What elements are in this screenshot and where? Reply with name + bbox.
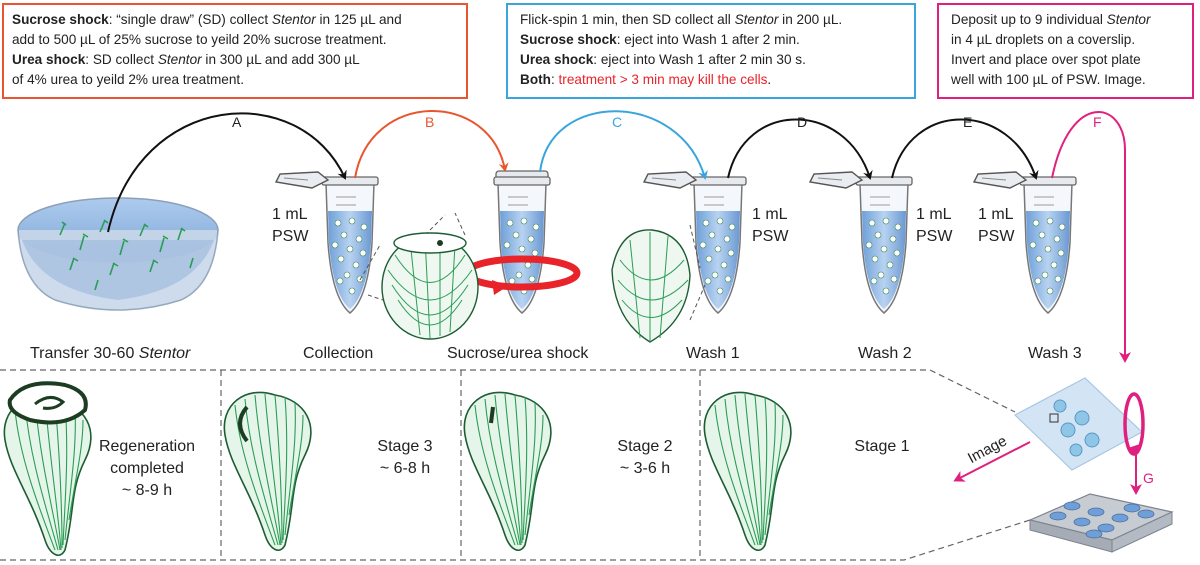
cell-zoom-shock: [611, 224, 706, 343]
arrow-d: [727, 118, 873, 180]
arrow-a: [107, 112, 347, 233]
step-label-c: C: [612, 114, 623, 130]
step-label-f: F: [1093, 114, 1102, 130]
tube-wash2: [809, 171, 913, 314]
cell-zoom-collection: [359, 212, 479, 340]
stage-3-label: Stage 3~ 6-8 h: [377, 438, 433, 477]
stentor-regenerated: [3, 381, 92, 557]
step-label-b: B: [425, 114, 435, 130]
sucrose-urea-instructions-box: Sucrose shock: “single draw” (SD) collec…: [2, 3, 468, 99]
culture-bowl: [17, 197, 219, 311]
coverslip: [1013, 377, 1145, 495]
arrow-f: [1051, 111, 1131, 363]
image-arrow: [953, 441, 1031, 482]
arrow-c: [539, 110, 708, 180]
stentor-stage-3: [223, 391, 312, 552]
arrow-b: [354, 110, 509, 179]
label-transfer: Transfer 30-60 Stentor: [30, 345, 191, 362]
step-label-d: D: [797, 114, 808, 130]
label-wash1: Wash 1: [686, 345, 740, 362]
step-label-g: G: [1143, 470, 1154, 486]
stage-2-label: Stage 2~ 3-6 h: [617, 438, 673, 477]
stage-1-label: Stage 1: [854, 438, 910, 455]
label-shock: Sucrose/urea shock: [447, 345, 589, 362]
stentor-stage-2: [463, 391, 552, 552]
spot-plate: [1028, 493, 1174, 553]
label-wash3: Wash 3: [1028, 345, 1082, 362]
label-wash2: Wash 2: [858, 345, 912, 362]
step-label-a: A: [232, 114, 242, 130]
tube-shock: [493, 170, 551, 314]
imaging-instructions-box: Deposit up to 9 individual Stentor in 4 …: [937, 3, 1194, 99]
label-collection: Collection: [303, 345, 374, 362]
step-label-e: E: [963, 114, 973, 130]
stentor-stage-1: [703, 391, 792, 552]
regeneration-timeline-panel: [0, 369, 1031, 561]
arrow-e: [891, 118, 1039, 180]
flick-spin-instructions-box: Flick-spin 1 min, then SD collect all St…: [506, 3, 916, 99]
